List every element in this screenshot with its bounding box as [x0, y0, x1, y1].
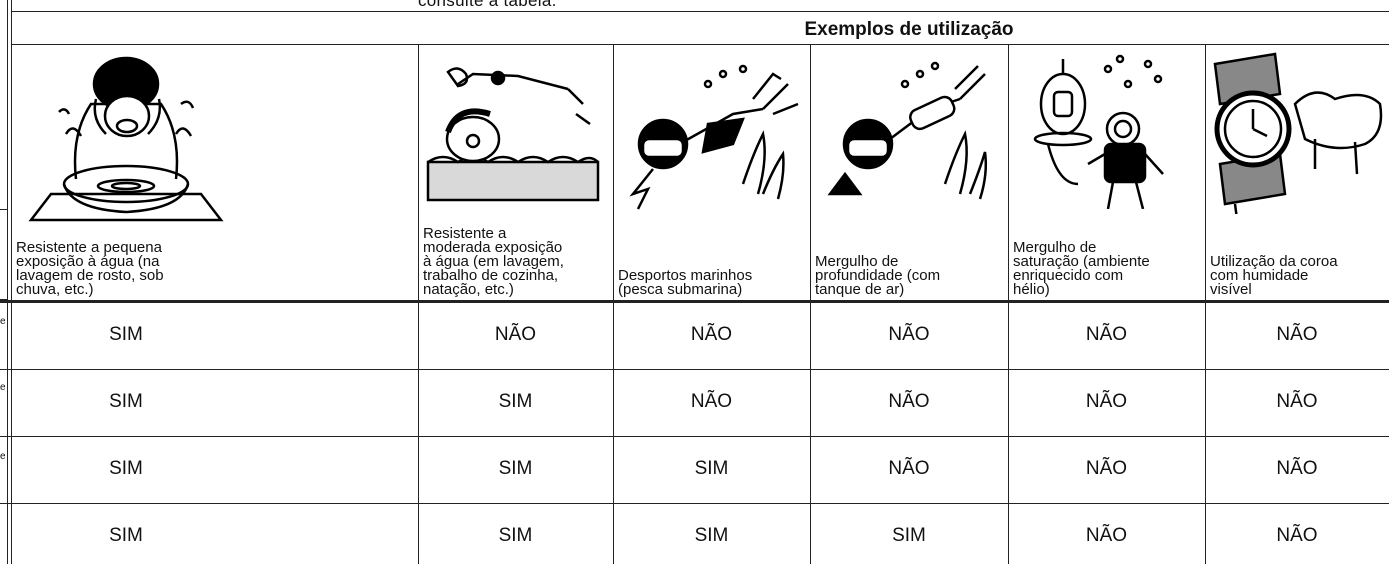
table-cell: NÃO [1085, 391, 1128, 412]
wet-crown-icon [1213, 52, 1383, 214]
column-rule [613, 44, 614, 564]
snorkeling-icon [629, 64, 799, 210]
table-cell: SIM [892, 525, 926, 546]
column-header: Utilização da coroa com humidade visível [1205, 44, 1389, 301]
column-header: Mergulho de saturação (ambiente enriquec… [1008, 44, 1205, 301]
row-rule [0, 369, 1389, 370]
side-mark: e [0, 451, 6, 462]
column-label: Mergulho de saturação (ambiente enriquec… [1013, 239, 1150, 298]
column-label: Mergulho de profundidade (com tanque de … [815, 253, 941, 298]
column-header: Resistente a pequena exposição à água (n… [11, 44, 418, 301]
table-cell: SIM [694, 458, 729, 479]
column-rule [1205, 44, 1206, 564]
column-label: Desportos marinhos (pesca submarina) [618, 267, 753, 298]
table-cell: NÃO [690, 324, 733, 345]
table-cell: NÃO [888, 324, 930, 345]
table-cell: NÃO [1276, 324, 1318, 345]
header-bottom-rule [0, 300, 1389, 303]
header-rule [11, 44, 1389, 45]
scuba-diving-icon [827, 61, 988, 200]
table-cell: NÃO [888, 391, 930, 412]
side-tick [0, 299, 7, 300]
swimming-icon [426, 67, 600, 202]
table-top-rule [11, 11, 1389, 12]
table-cell: SIM [109, 391, 143, 412]
column-header: Desportos marinhos (pesca submarina) [613, 44, 810, 301]
table-cell: NÃO [1276, 525, 1318, 546]
side-mark: e [0, 316, 6, 327]
column-label: Resistente a pequena exposição à água (n… [16, 239, 164, 298]
row-rule [0, 436, 1389, 437]
table-cell: NÃO [888, 458, 930, 479]
table-cell: SIM [109, 525, 143, 546]
side-mark: e [0, 382, 6, 393]
table-cell: NÃO [1276, 391, 1318, 412]
table-cell: SIM [498, 391, 533, 412]
table-cell: NÃO [494, 324, 537, 345]
face-washing-icon [28, 56, 224, 222]
row-rule [0, 503, 1389, 504]
table-cell: SIM [694, 525, 729, 546]
table-cell: SIM [109, 324, 143, 345]
table-cell: NÃO [1085, 324, 1128, 345]
table-cell: SIM [498, 525, 533, 546]
table-cell: NÃO [1085, 458, 1128, 479]
left-double-rule-inner [11, 0, 12, 564]
column-label: Resistente a moderada exposição à água (… [423, 225, 564, 298]
table-title: Exemplos de utilização [804, 19, 1014, 40]
column-rule [810, 44, 811, 564]
column-header: Resistente a moderada exposição à água (… [418, 44, 613, 301]
column-rule [418, 44, 419, 564]
table-cell: SIM [498, 458, 533, 479]
usage-table: Exemplos de utilização [0, 11, 1389, 564]
intro-fragment: consulte a tabela. [418, 0, 557, 10]
saturation-diving-icon [1033, 54, 1164, 209]
table-cell: NÃO [1085, 525, 1128, 546]
table-cell: NÃO [1276, 458, 1318, 479]
column-label: Utilização da coroa com humidade visível [1210, 253, 1338, 298]
column-header: Mergulho de profundidade (com tanque de … [810, 44, 1008, 301]
table-cell: SIM [109, 458, 143, 479]
left-double-rule-outer [7, 0, 8, 564]
side-tick [0, 209, 7, 210]
column-rule [1008, 44, 1009, 564]
table-cell: NÃO [690, 391, 733, 412]
